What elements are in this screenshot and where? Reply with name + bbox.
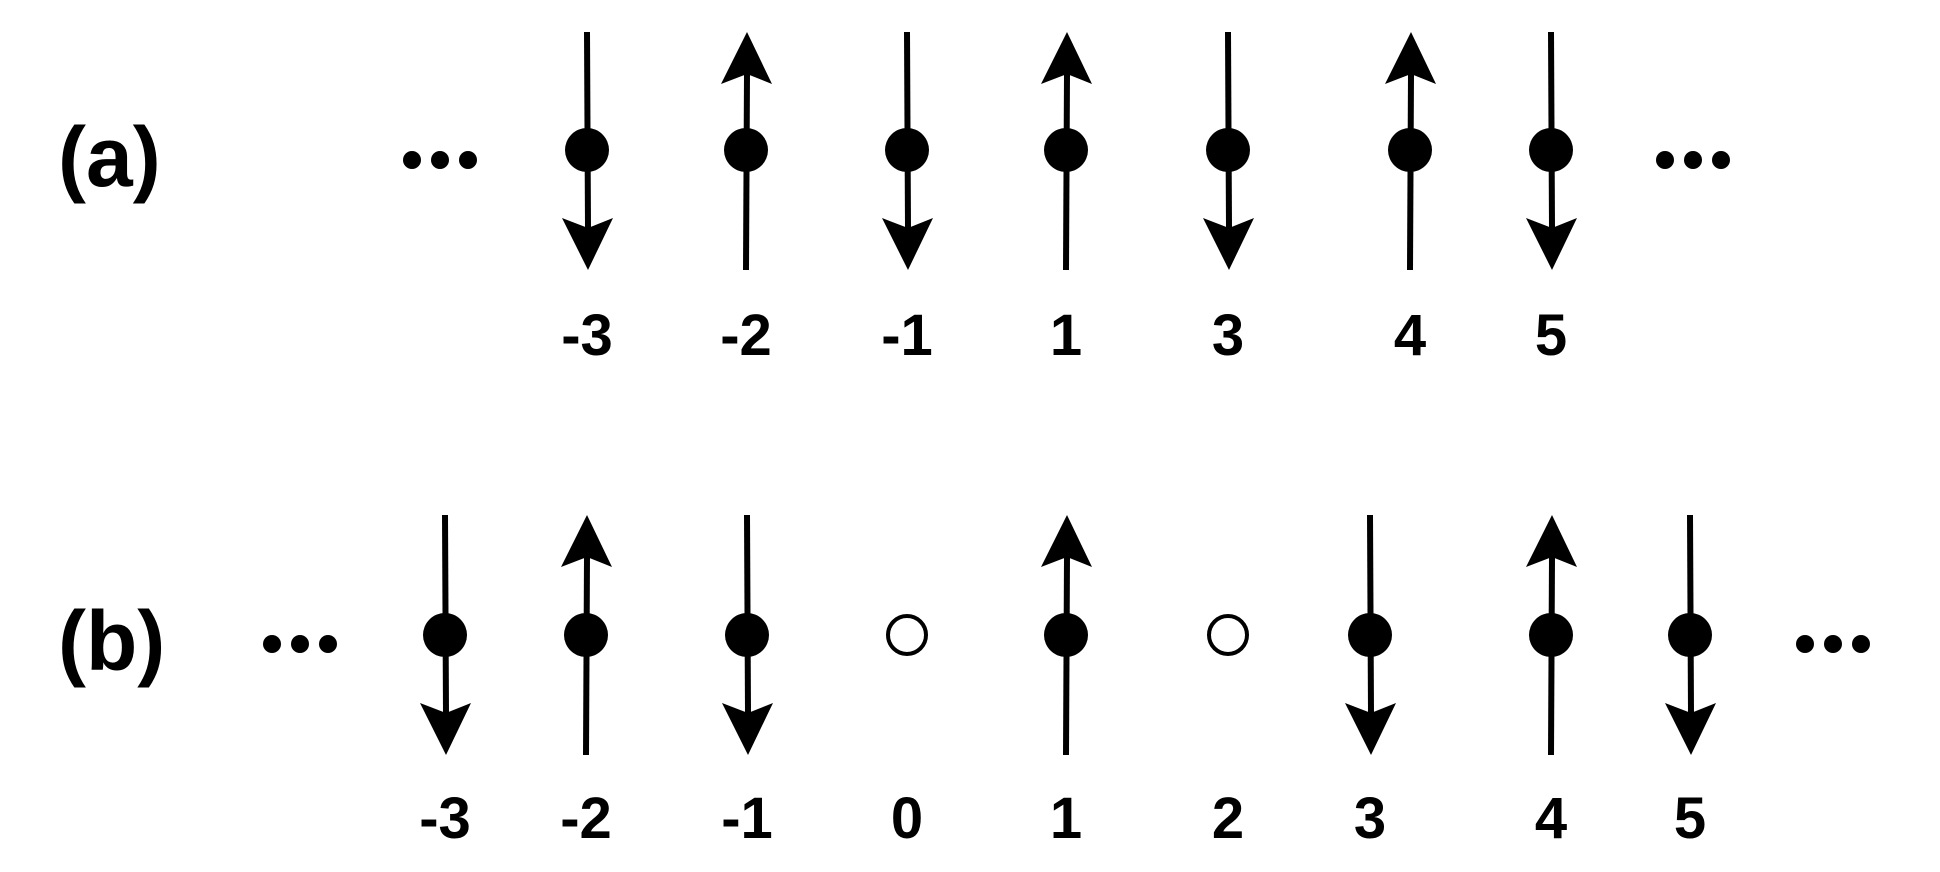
electron-dot (1388, 128, 1432, 172)
electron-dot (1529, 613, 1573, 657)
electron-dot (1529, 128, 1573, 172)
site-index-label: 1 (1050, 303, 1082, 368)
panel-b-leading-ellipsis (263, 635, 337, 653)
panel-b-label: (b) (58, 594, 165, 688)
panel-a: (a) -3 -2 -1 1 3 4 5 (58, 31, 1730, 368)
lattice-site-a-3: -1 (881, 31, 933, 368)
lattice-site-a-2: -2 (720, 32, 772, 368)
electron-dot (423, 613, 467, 657)
spin-up-arrow (721, 32, 772, 271)
site-index-label: -1 (881, 303, 933, 368)
panel-b: (b) -3 -2 -1 0 1 2 3 4 5 (58, 514, 1870, 851)
lattice-site-a-7: 5 (1526, 31, 1577, 368)
lattice-site-a-5: 3 (1203, 31, 1254, 368)
site-index-label: 0 (891, 786, 923, 851)
panel-a-sites: -3 -2 -1 1 3 4 5 (561, 31, 1577, 368)
lattice-site-a-4: 1 (1041, 32, 1092, 368)
panel-a-trailing-ellipsis (1656, 151, 1730, 169)
site-index-label: 4 (1394, 303, 1426, 368)
lattice-site-b-1: -3 (419, 514, 471, 851)
site-index-label: -2 (720, 303, 772, 368)
hole-circle (1207, 614, 1249, 656)
site-index-label: -2 (560, 786, 612, 851)
lattice-site-b-6: 2 (1207, 614, 1249, 851)
spin-up-arrow (1041, 32, 1092, 271)
site-index-label: 5 (1535, 303, 1567, 368)
site-index-label: 3 (1212, 303, 1244, 368)
site-index-label: 1 (1050, 786, 1082, 851)
site-index-label: 5 (1674, 786, 1706, 851)
panel-a-label: (a) (58, 110, 161, 204)
lattice-site-b-3: -1 (721, 514, 773, 851)
electron-dot (725, 613, 769, 657)
lattice-site-b-7: 3 (1345, 514, 1396, 851)
electron-dot (885, 128, 929, 172)
electron-dot (724, 128, 768, 172)
panel-b-trailing-ellipsis (1796, 635, 1870, 653)
electron-dot (565, 128, 609, 172)
spin-up-arrow (1385, 32, 1436, 271)
site-index-label: -1 (721, 786, 773, 851)
site-index-label: 3 (1354, 786, 1386, 851)
electron-dot (1348, 613, 1392, 657)
panel-b-sites: -3 -2 -1 0 1 2 3 4 5 (419, 514, 1716, 851)
panel-a-leading-ellipsis (403, 151, 477, 169)
lattice-site-b-4: 0 (886, 614, 928, 851)
electron-dot (1044, 613, 1088, 657)
electron-dot (564, 613, 608, 657)
electron-dot (1044, 128, 1088, 172)
lattice-site-b-9: 5 (1665, 514, 1716, 851)
site-index-label: 4 (1535, 786, 1567, 851)
site-index-label: 2 (1212, 786, 1244, 851)
lattice-site-b-5: 1 (1041, 515, 1092, 851)
site-index-label: -3 (419, 786, 471, 851)
lattice-site-a-1: -3 (561, 31, 613, 368)
lattice-site-b-8: 4 (1526, 515, 1577, 851)
electron-dot (1206, 128, 1250, 172)
electron-dot (1668, 613, 1712, 657)
lattice-site-b-2: -2 (560, 515, 612, 851)
hole-circle (886, 614, 928, 656)
site-index-label: -3 (561, 303, 613, 368)
lattice-site-a-6: 4 (1385, 32, 1436, 368)
